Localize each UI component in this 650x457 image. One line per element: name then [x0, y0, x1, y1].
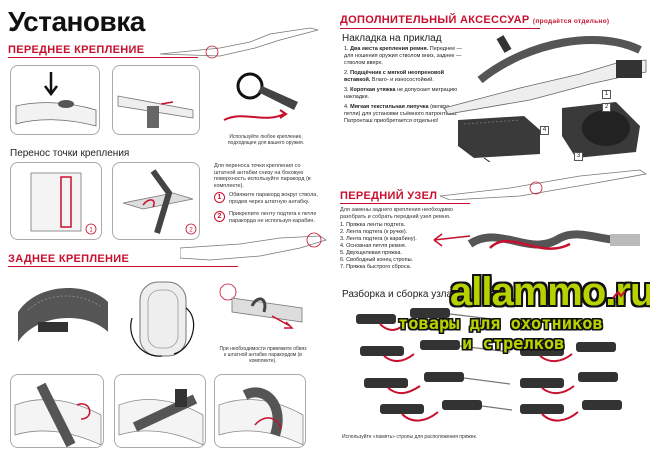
- transfer-step-2-text: Прикрепите ленту подтега к петле паракор…: [229, 211, 317, 224]
- buttpad-feature-1: 1. Два места крепления ремня. Переднее —…: [344, 46, 463, 66]
- knot-part-6: 6. Свободный конец стропы.: [340, 257, 414, 263]
- knot-part-2: 2. Лента подтега (к ручке).: [340, 229, 408, 235]
- buttpad-feature-list: 1. Два места крепления ремня. Переднее —…: [344, 46, 464, 125]
- knot-part-1: 1. Пряжка ленты подтега.: [340, 222, 406, 228]
- front-mount-heading: ПЕРЕДНЕЕ КРЕПЛЕНИЕ: [8, 44, 145, 56]
- rear-mount-buttpad-image: [122, 278, 204, 362]
- rear-mount-step-c-image: [214, 374, 306, 448]
- front-mount-note: Используйте любое крепление, подходящее …: [227, 134, 305, 146]
- assembly-steps-diagram: [356, 308, 622, 422]
- knot-part-7: 7. Пряжка быстрого сброса.: [340, 264, 412, 270]
- accessory-heading: ДОПОЛНИТЕЛЬНЫЙ АКСЕССУАР (продаётся отде…: [340, 14, 609, 26]
- knot-part-3: 3. Лента подтега (к карабину).: [340, 236, 417, 242]
- rifle-with-sling-image: [443, 35, 647, 115]
- transfer-step-1-badge: 1: [214, 192, 225, 203]
- watermark-line-2: и стрелков: [462, 334, 565, 354]
- callout-2: 2: [602, 103, 611, 112]
- rear-mount-sling-image: [8, 272, 118, 362]
- transfer-step-2-badge: 2: [214, 211, 225, 222]
- buttpad-feature-3: 3. Короткая утяжка не допускает миграцию…: [344, 87, 458, 100]
- front-mount-step-2-image: [112, 65, 200, 135]
- rifle-sketch-knot: [440, 169, 648, 200]
- buttpad-detail-right: [556, 96, 644, 162]
- buttpad-heading: Накладка на приклад: [342, 33, 442, 44]
- rear-mount-heading: ЗАДНЕЕ КРЕПЛЕНИЕ: [8, 253, 130, 265]
- front-mount-step-1-image: [10, 65, 100, 135]
- accessory-title: ДОПОЛНИТЕЛЬНЫЙ АКСЕССУАР: [340, 14, 530, 26]
- transfer-step-1-text: Обвяжите паракорд вокруг ствола, продев …: [229, 192, 318, 205]
- svg-text:2: 2: [189, 228, 193, 234]
- front-knot-diagram: [433, 230, 640, 250]
- front-knot-heading: ПЕРЕДНИЙ УЗЕЛ: [340, 190, 438, 202]
- transfer-step-2-image: 2: [112, 162, 200, 240]
- callout-3: 3: [574, 152, 583, 161]
- buttpad-feature-2: 2. Подщёчник с мягкой неопреновой вставк…: [344, 70, 445, 83]
- callout-4: 4: [540, 126, 549, 135]
- rear-mount-paracord-image: [212, 278, 312, 344]
- svg-text:1: 1: [89, 228, 93, 234]
- watermark-site: allammo.ru: [450, 270, 650, 314]
- assembly-note: Используйте «память» стропы для располож…: [342, 434, 478, 440]
- rifle-sketch-top: [160, 27, 319, 59]
- accessory-rule: [340, 28, 540, 29]
- swivel-carabiner-image: [214, 62, 314, 132]
- front-knot-rule: [340, 203, 470, 204]
- rear-mount-step-a-image: [10, 374, 104, 448]
- transfer-step-1-image: 1: [10, 162, 102, 240]
- assembly-heading: Разборка и сборка узла: [342, 289, 453, 300]
- watermark-line-1: товары для охотников: [398, 314, 603, 334]
- front-knot-intro: Для замены заднего крепления необходимо …: [340, 207, 453, 220]
- watermark-logo-icon: [612, 287, 626, 299]
- callout-1: 1: [602, 90, 611, 99]
- rifle-sketch-rear: [180, 232, 327, 261]
- rear-mount-step-b-image: [114, 374, 206, 448]
- knot-part-5: 5. Двухщелевая пряжка.: [340, 250, 402, 256]
- transfer-intro: Для переноса точки крепления со штатной …: [214, 163, 311, 189]
- rear-mount-rule: [8, 266, 238, 267]
- rear-mount-note: При необходимости привяжите обвяз к штат…: [219, 346, 307, 364]
- accessory-note: (продаётся отдельно): [532, 18, 610, 25]
- front-knot-parts-list: 1. Пряжка ленты подтега. 2. Лента подтег…: [340, 222, 458, 271]
- page-title: Установка: [8, 6, 145, 37]
- knot-part-4: 4. Основная петля ремня.: [340, 243, 407, 249]
- transfer-heading: Перенос точки крепления: [10, 148, 130, 159]
- buttpad-detail-left: [454, 110, 544, 163]
- buttpad-feature-4: 4. Мягкая текстильная липучка (велкро, п…: [344, 104, 458, 124]
- front-mount-rule: [8, 57, 198, 58]
